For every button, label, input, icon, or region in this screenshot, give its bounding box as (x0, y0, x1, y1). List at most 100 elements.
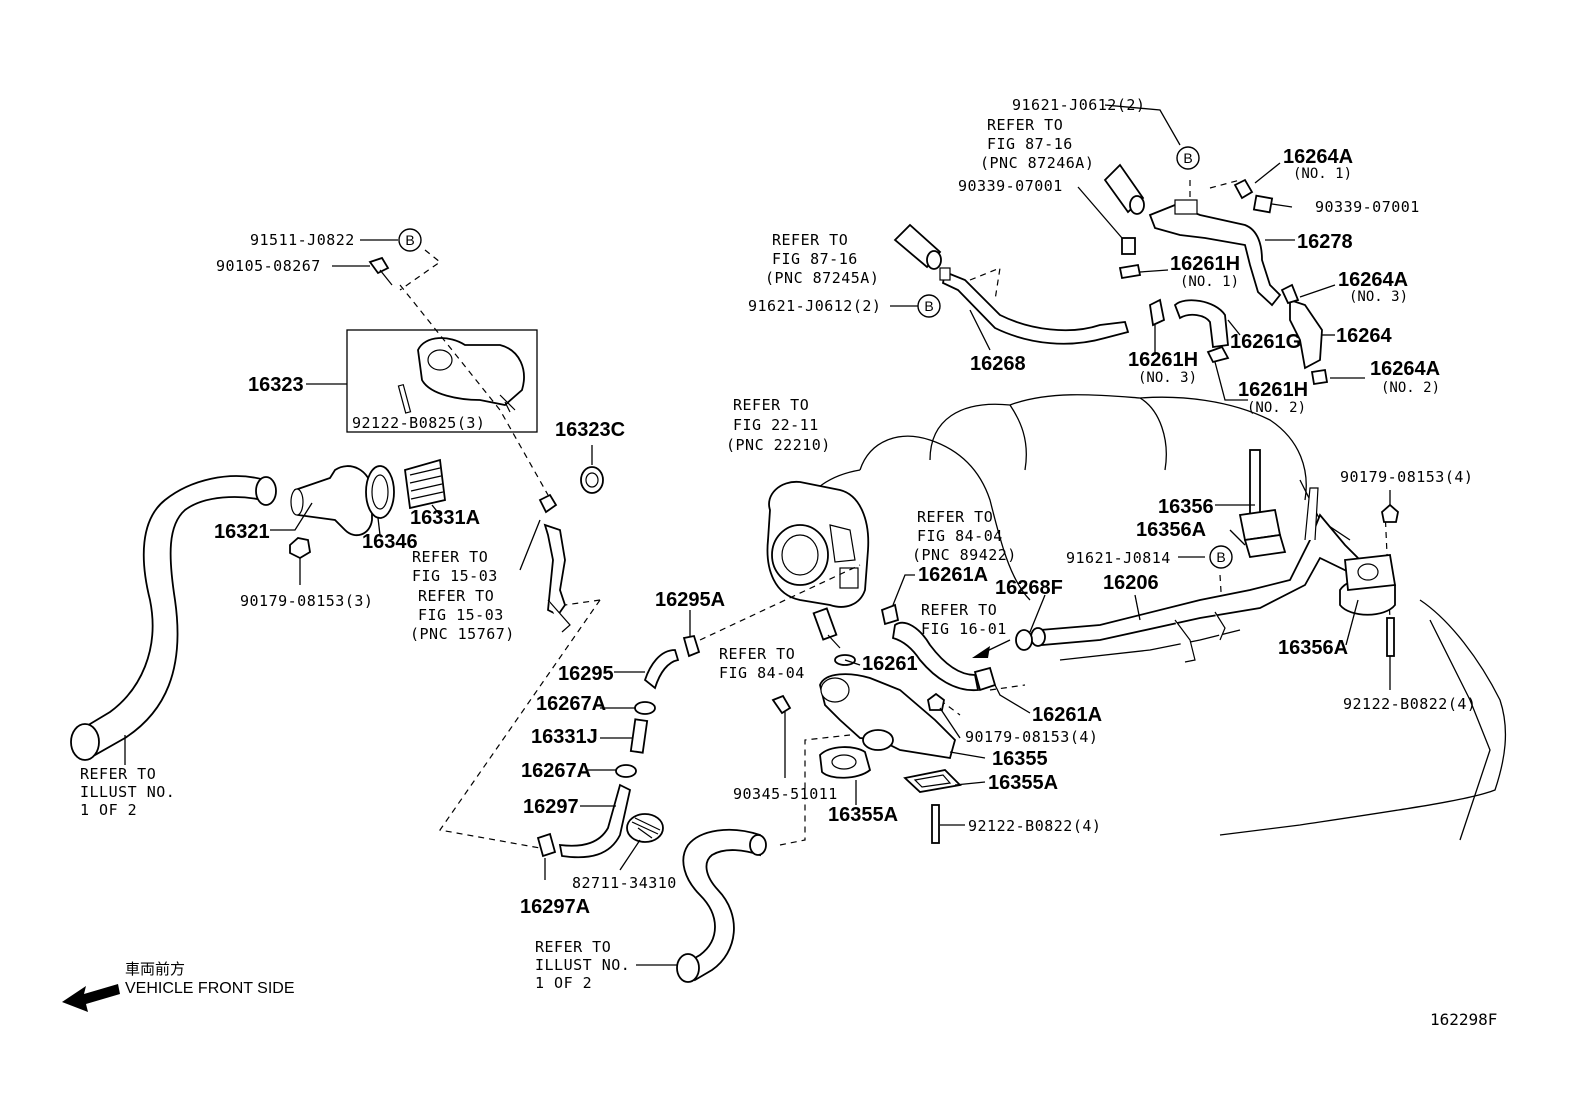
label-16264a: 16264A (1283, 146, 1353, 168)
label-refer-to: REFER TO (987, 116, 1063, 134)
hose-16261 (880, 603, 997, 692)
label-16356a: 16356A (1136, 519, 1206, 541)
stud-92122-right (1386, 617, 1395, 657)
reference-b-bubble: B (1209, 545, 1233, 569)
label-16264a: 16264A (1370, 358, 1440, 380)
throttle-body (766, 481, 870, 608)
radiator-hose-upper (70, 475, 277, 761)
svg-text:B: B (1216, 549, 1225, 565)
label-1-of-2: 1 OF 2 (535, 974, 592, 992)
water-inlet-16321 (290, 465, 373, 537)
vehicle-front-arrow-icon (62, 984, 120, 1012)
label-refer-to: REFER TO (733, 396, 809, 414)
label-1-of-2: 1 OF 2 (80, 801, 137, 819)
label-no2: (NO. 2) (1247, 400, 1306, 416)
label-16261h: 16261H (1170, 253, 1240, 275)
svg-text:B: B (1183, 150, 1192, 166)
label-16355: 16355 (992, 748, 1048, 770)
hose-16264 (1280, 283, 1329, 386)
gasket-16355a-left (819, 746, 872, 779)
label-90339-07001: 90339-07001 (1315, 198, 1420, 216)
label-90179-08153: 90179-08153(4) (965, 728, 1098, 746)
label-fig-84-04: FIG 84-04 (917, 527, 1003, 545)
label-fig-15-03: FIG 15-03 (412, 567, 498, 585)
clip-16297a (536, 832, 557, 858)
svg-text:B: B (924, 298, 933, 314)
reference-b-bubble: B (917, 294, 941, 318)
clip-16295a (682, 634, 701, 658)
label-16267a: 16267A (521, 760, 591, 782)
valve-16331j (629, 718, 649, 754)
thermostat-16331a (404, 458, 446, 510)
label-16268f: 16268F (995, 577, 1063, 599)
label-16261g: 16261G (1230, 331, 1301, 353)
stud-92122-bottom (931, 804, 940, 844)
label-no1: (NO. 1) (1293, 166, 1352, 182)
label-16356a: 16356A (1278, 637, 1348, 659)
reference-b-bubble: B (398, 228, 422, 252)
temp-sensor (812, 607, 856, 666)
label-16264a: 16264A (1338, 269, 1408, 291)
label-16261a: 16261A (918, 564, 988, 586)
clip-16267a-upper (634, 701, 656, 715)
label-16331a: 16331A (410, 507, 480, 529)
label-90179-08153: 90179-08153(3) (240, 592, 373, 610)
label-92122-b0825: 92122-B0825(3) (352, 414, 485, 432)
label-91621-j0612: 91621-J0612(2) (1012, 96, 1145, 114)
hose-16295 (643, 649, 680, 690)
label-illust-no: ILLUST NO. (80, 783, 175, 801)
label-fig-16-01: FIG 16-01 (921, 620, 1007, 638)
label-91511-j0822: 91511-J0822 (250, 231, 355, 249)
label-pnc-87245a: (PNC 87245A) (765, 269, 879, 287)
oring-16268f (1015, 629, 1033, 651)
vehicle-front-label: VEHICLE FRONT SIDE (125, 980, 295, 997)
label-16267a: 16267A (536, 693, 606, 715)
water-outlet-16355 (819, 673, 957, 760)
clip-16267a-lower (615, 764, 637, 778)
label-16355a: 16355A (828, 804, 898, 826)
hose-87245a-stub (893, 223, 942, 270)
label-fig-22-11: FIG 22-11 (733, 416, 819, 434)
nut-90179-mid (927, 692, 945, 711)
clip-16264a-no1 (1233, 178, 1274, 214)
gasket-16356a-upper (1243, 533, 1287, 559)
label-16356: 16356 (1158, 496, 1214, 518)
label-fig-84-04: FIG 84-04 (719, 664, 805, 682)
label-illust-no: ILLUST NO. (535, 956, 630, 974)
label-pnc-87246a: (PNC 87246A) (980, 154, 1094, 172)
label-pnc-15767: (PNC 15767) (410, 625, 515, 643)
figure-id: 162298F (1430, 1010, 1498, 1029)
label-refer-to: REFER TO (80, 765, 156, 783)
label-fig-15-03: FIG 15-03 (418, 606, 504, 624)
hose-16278 (1148, 199, 1282, 307)
label-refer-to: REFER TO (412, 548, 488, 566)
label-refer-to: REFER TO (921, 601, 997, 619)
clips-16261h (1118, 263, 1230, 364)
nut-90179-left (289, 537, 311, 560)
label-16295a: 16295A (655, 589, 725, 611)
bolt-90345 (771, 694, 792, 715)
label-92122-b0822: 92122-B0822(4) (968, 817, 1101, 835)
water-outlet-16323-box (346, 329, 538, 433)
gasket-16346 (365, 465, 395, 519)
leader-lines (124, 104, 1391, 966)
vehicle-front-label-jp: 車両前方 (125, 960, 186, 978)
label-90339-07001: 90339-07001 (958, 177, 1063, 195)
label-90105-08267: 90105-08267 (216, 257, 321, 275)
hose-87246a-stub (1103, 163, 1145, 215)
label-91621-j0612: 91621-J0612(2) (748, 297, 881, 315)
plug-90339-left (1121, 237, 1136, 255)
gasket-16323c (580, 466, 604, 494)
callout-labels: 91621-J0612(2) REFER TO FIG 87-16 (PNC 8… (80, 96, 1476, 992)
label-16264: 16264 (1336, 325, 1392, 347)
label-no3: (NO. 3) (1349, 289, 1408, 305)
label-90345-51011: 90345-51011 (733, 785, 838, 803)
pipe-16206 (1030, 487, 1362, 663)
label-refer-to: REFER TO (719, 645, 795, 663)
label-91621-j0814: 91621-J0814 (1066, 549, 1171, 567)
label-16297a: 16297A (520, 896, 590, 918)
arrow-to-fig-16-01 (972, 639, 1011, 658)
label-90179-08153: 90179-08153(4) (1340, 468, 1473, 486)
label-fig-87-16: FIG 87-16 (987, 135, 1073, 153)
